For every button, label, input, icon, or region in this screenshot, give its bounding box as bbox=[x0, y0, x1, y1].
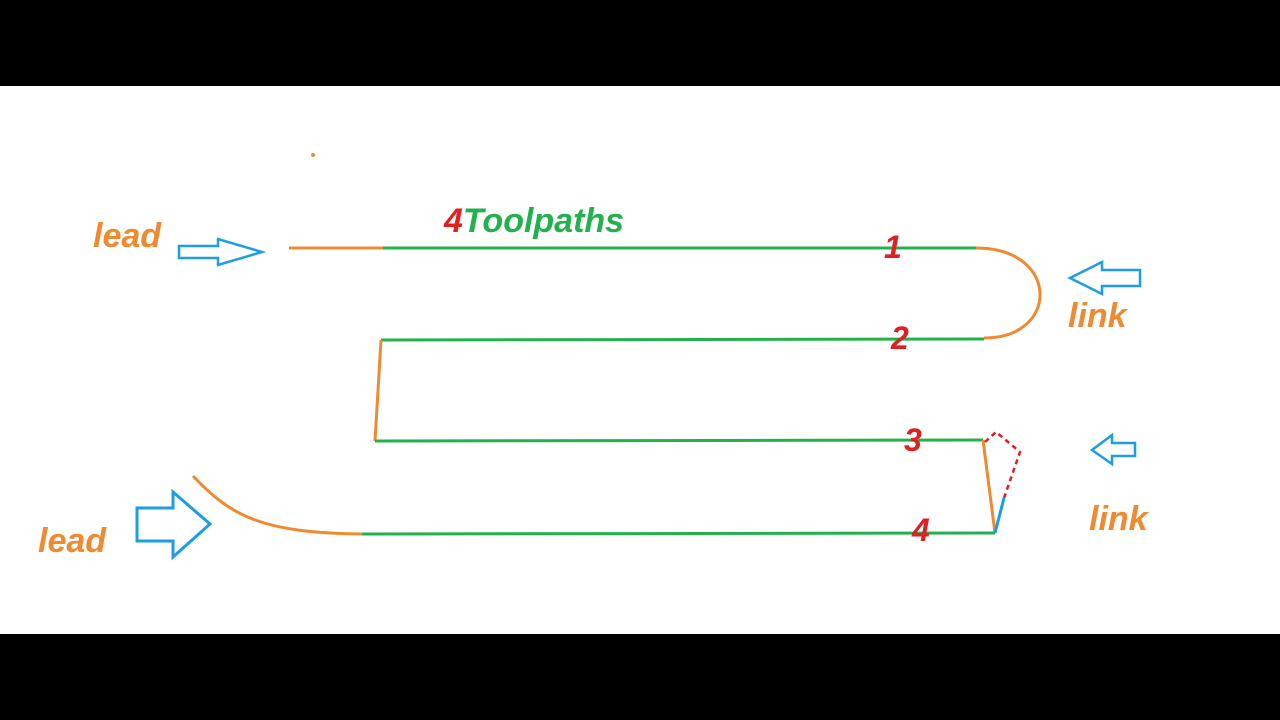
link-label-top: link bbox=[1068, 297, 1129, 335]
pass-number-3: 3 bbox=[904, 422, 922, 458]
stray-dot bbox=[311, 153, 315, 157]
pass-4-line bbox=[361, 531, 996, 536]
link-label-bottom: link bbox=[1089, 500, 1150, 538]
link-blue-segment bbox=[993, 497, 1006, 534]
lead-arrow-bottom-icon bbox=[135, 488, 213, 561]
lead-in-bottom-curve bbox=[191, 474, 363, 536]
dashed-link-alternative bbox=[984, 430, 1022, 499]
pass-number-1: 1 bbox=[884, 229, 902, 265]
lead-arrow-top-icon bbox=[177, 237, 267, 267]
lead-label-top: lead bbox=[93, 217, 162, 255]
title-text: 4Toolpaths bbox=[443, 202, 624, 240]
letterbox-bottom bbox=[0, 634, 1280, 720]
lead-label-bottom: lead bbox=[38, 522, 107, 560]
link-arc-1-2 bbox=[975, 246, 1042, 340]
pass-number-4: 4 bbox=[911, 512, 930, 548]
letterbox-top bbox=[0, 0, 1280, 86]
link-arrow-top-icon bbox=[1067, 259, 1142, 297]
pass-3-line bbox=[374, 438, 984, 443]
title-word: Toolpaths bbox=[463, 202, 624, 240]
title-count: 4 bbox=[443, 202, 463, 240]
link-left-2-3 bbox=[373, 339, 383, 442]
pass-2-line bbox=[380, 337, 985, 342]
pass-number-2: 2 bbox=[890, 320, 909, 356]
link-right-3-4 bbox=[981, 439, 997, 534]
diagram-canvas bbox=[0, 86, 1280, 634]
link-arrow-bottom-icon bbox=[1089, 432, 1137, 467]
